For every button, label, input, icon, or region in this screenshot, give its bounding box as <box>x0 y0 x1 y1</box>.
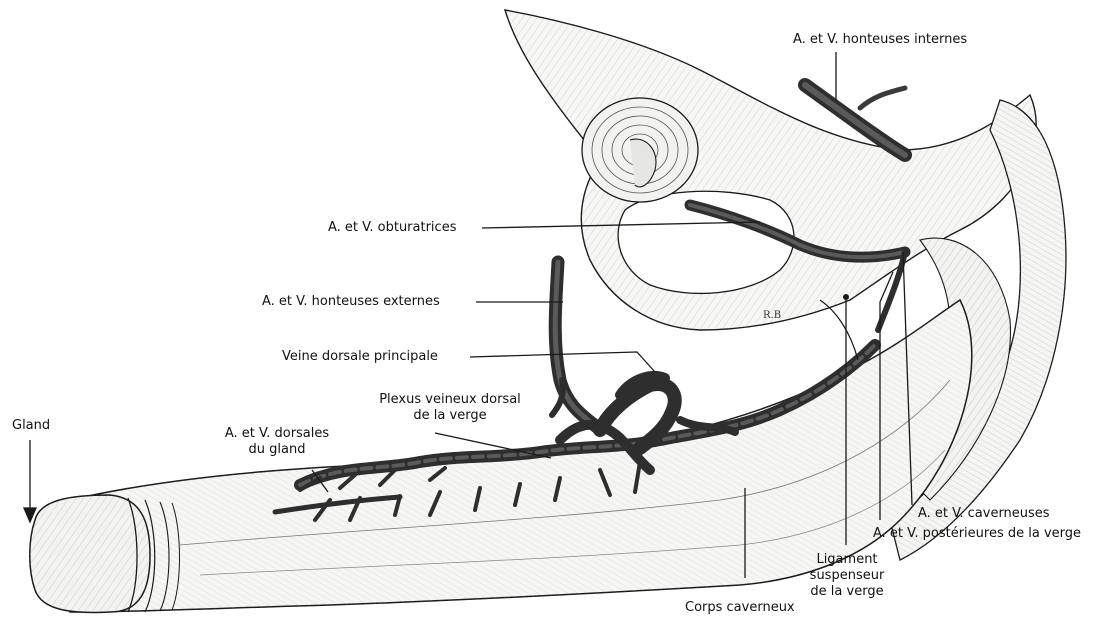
label-veine-dorsale: Veine dorsale principale <box>282 349 438 365</box>
label-plexus-line1: Plexus veineux dorsal <box>355 392 545 408</box>
label-ligament: Ligament suspenseur de la verge <box>803 552 891 600</box>
acetabulum <box>582 98 698 202</box>
label-plexus-line2: de la verge <box>355 408 545 424</box>
label-gland: Gland <box>12 418 50 434</box>
label-plexus: Plexus veineux dorsal de la verge <box>355 392 545 424</box>
external-pudendal-vessels <box>552 262 600 430</box>
label-dorsales-line2: du gland <box>215 442 339 458</box>
label-ligament-line1: Ligament <box>803 552 891 568</box>
label-posterieures: A. et V. postérieures de la verge <box>873 526 1081 542</box>
label-caverneuses: A. et V. caverneuses <box>918 506 1050 522</box>
label-obturatrices: A. et V. obturatrices <box>328 220 456 236</box>
signature-mark: R.B <box>763 310 781 321</box>
label-honteuses-internes: A. et V. honteuses internes <box>793 32 967 48</box>
label-ligament-line3: de la verge <box>803 584 891 600</box>
label-honteuses-externes: A. et V. honteuses externes <box>262 294 440 310</box>
label-ligament-line2: suspenseur <box>803 568 891 584</box>
arrow-gland <box>24 508 36 522</box>
label-dorsales-line1: A. et V. dorsales <box>215 426 339 442</box>
label-corps-caverneux: Corps caverneux <box>685 600 795 616</box>
label-dorsales: A. et V. dorsales du gland <box>215 426 339 458</box>
